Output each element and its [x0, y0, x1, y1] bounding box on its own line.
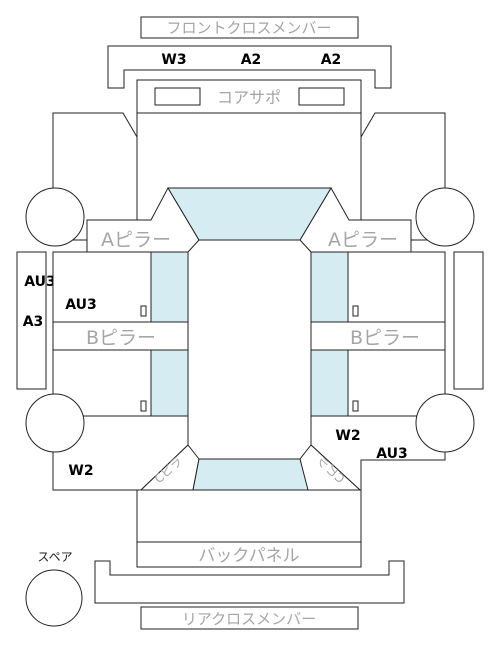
rear-cross-member-box[interactable] — [140, 606, 359, 630]
front-bumper-panel[interactable] — [107, 45, 392, 89]
b-pillar-left-label: Bピラー — [86, 327, 156, 349]
a-pillar-left-label: Aピラー — [101, 229, 171, 251]
roof-panel[interactable] — [187, 239, 312, 460]
back-panel-label: バックパネル — [198, 546, 299, 566]
damage-code-front-left: W3 — [161, 52, 186, 68]
front-left-door-handle — [140, 305, 147, 317]
front-left-wheel[interactable] — [25, 187, 85, 247]
rear-right-door-handle — [352, 400, 359, 412]
damage-code-front-center: A2 — [241, 52, 262, 68]
front-right-wheel[interactable] — [415, 187, 475, 247]
rear-right-wheel[interactable] — [415, 393, 475, 453]
rear-left-door-handle — [140, 400, 147, 412]
spare-tire[interactable] — [25, 569, 83, 627]
rear-bumper-panel[interactable] — [94, 560, 405, 604]
b-pillar-right-label: Bピラー — [350, 327, 420, 349]
damage-code-left-sill-lower: A3 — [23, 314, 44, 330]
rear-cross-member-label: リアクロスメンバー — [182, 610, 316, 628]
headlight-right[interactable] — [298, 87, 345, 106]
right-side-sill[interactable] — [453, 251, 484, 390]
back-panel-box[interactable] — [136, 541, 362, 568]
damage-code-rear-left: W2 — [68, 463, 93, 479]
damage-code-left-door: AU3 — [65, 297, 97, 313]
rear-left-window[interactable] — [150, 349, 189, 417]
rear-right-window[interactable] — [310, 349, 349, 417]
rear-left-wheel[interactable] — [25, 393, 85, 453]
trunk-lid[interactable] — [136, 489, 362, 543]
core-support-label: コアサポ — [217, 88, 281, 107]
front-right-window[interactable] — [310, 251, 349, 323]
damage-code-rear-right-upper: W2 — [335, 428, 360, 444]
front-cross-member-label: フロントクロスメンバー — [166, 19, 331, 37]
damage-code-rear-right-lower: AU3 — [376, 446, 408, 462]
damage-code-front-right: A2 — [321, 52, 342, 68]
b-pillar-right-panel[interactable] — [309, 321, 446, 351]
spare-tire-label: スペア — [37, 550, 72, 564]
front-cross-member-box[interactable] — [140, 16, 359, 39]
front-left-window[interactable] — [150, 251, 189, 323]
front-right-door-handle — [352, 305, 359, 317]
left-side-sill[interactable] — [16, 251, 47, 390]
a-pillar-right-label: Aピラー — [328, 229, 398, 251]
damage-code-left-sill-upper: AU3 — [24, 274, 56, 290]
headlight-left[interactable] — [154, 87, 201, 106]
b-pillar-left-panel[interactable] — [52, 321, 191, 351]
rear-window[interactable] — [192, 458, 309, 491]
